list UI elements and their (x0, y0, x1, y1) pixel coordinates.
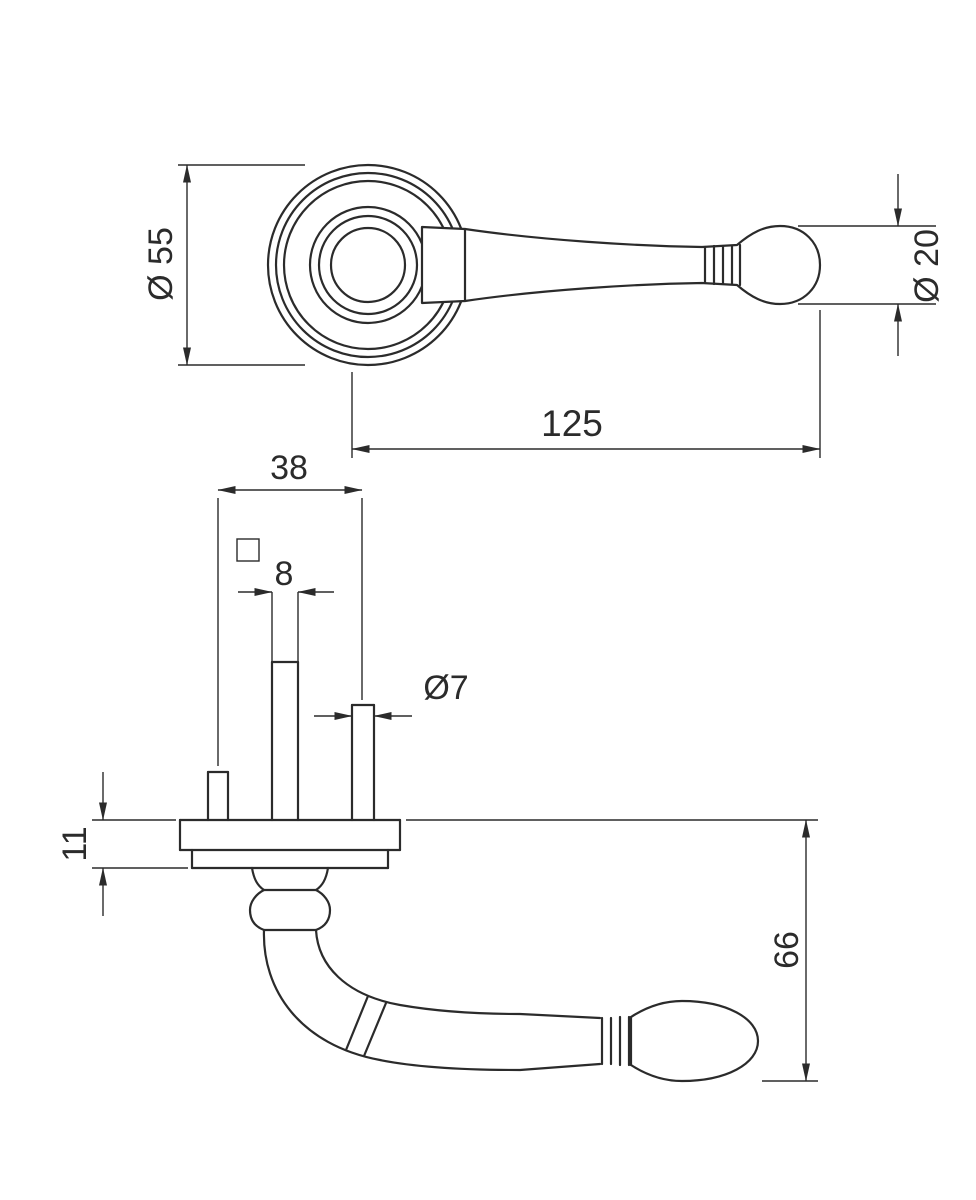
collar-right-profile (314, 866, 332, 932)
bend-ferrule-line (344, 994, 370, 1052)
grip-side-outline (629, 999, 760, 1083)
dim-spindle-square: 8 (236, 538, 334, 596)
dim-label-rose-thickness: 11 (56, 826, 94, 861)
rose-inner-ring-2 (317, 214, 419, 316)
tube-outer-edge (262, 928, 602, 1072)
handle-front-grip-rings (703, 243, 742, 287)
handle-front-outline (420, 224, 822, 306)
handle-side-grip-rings (600, 1015, 631, 1067)
dim-grip-diameter: Ø 20 (798, 174, 946, 356)
handle-side-collar (248, 866, 332, 932)
collar-left-profile (248, 866, 266, 932)
dim-projection: 66 (406, 819, 818, 1082)
dim-handle-length: 125 (351, 310, 821, 458)
side-view: 38 8 Ø7 11 66 (56, 449, 818, 1083)
dim-label-rose-diameter: Ø 55 (142, 227, 180, 301)
dim-screw-spacing: 38 (217, 449, 363, 766)
rose-inner-ring-1 (308, 205, 428, 325)
square-section-symbol (236, 538, 260, 562)
dim-label-grip-diameter: Ø 20 (908, 229, 946, 303)
tube-inner-edge (314, 928, 602, 1020)
dim-rose-diameter: Ø 55 (142, 164, 305, 366)
handle-side-body (262, 928, 760, 1083)
dim-label-spindle-square: 8 (275, 555, 294, 593)
fixing-screw-left (206, 770, 230, 822)
dim-label-projection: 66 (768, 931, 806, 969)
bend-ferrule-line (362, 1001, 388, 1058)
dim-label-screw-spacing: 38 (270, 449, 308, 487)
rose-side-plate (178, 818, 402, 870)
dim-screw-diameter: Ø7 (314, 669, 469, 720)
front-view: Ø 55 Ø 20 125 (142, 163, 946, 458)
fixing-screw-right (350, 703, 376, 822)
square-spindle (270, 592, 300, 822)
rose-hub-circle (329, 226, 407, 304)
dim-label-handle-length: 125 (541, 403, 603, 444)
dim-label-screw-diameter: Ø7 (423, 669, 468, 707)
dim-rose-thickness: 11 (56, 772, 188, 916)
